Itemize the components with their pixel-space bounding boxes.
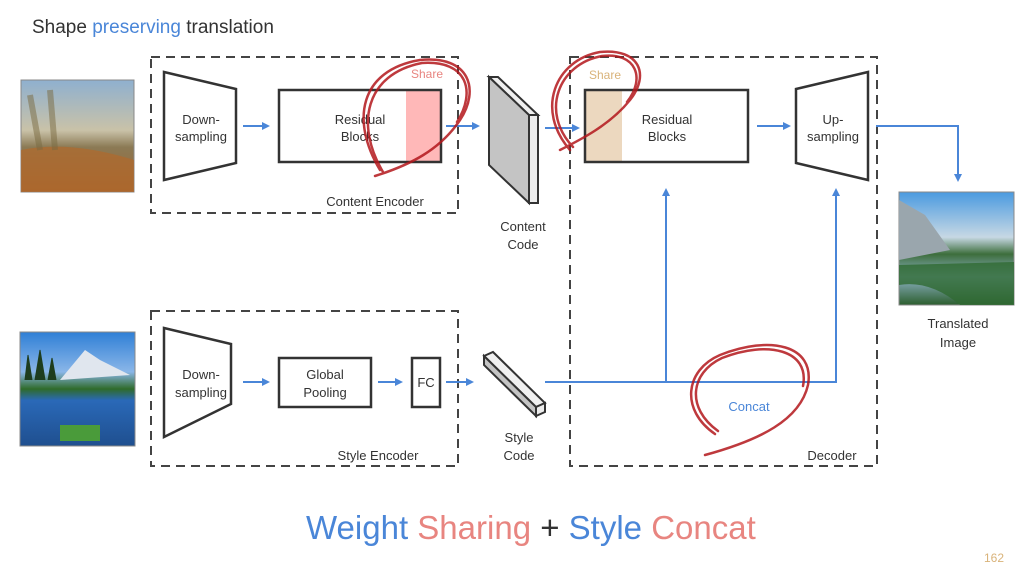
content-downsampling-block (162, 70, 238, 182)
summary-sharing: Sharing (417, 509, 532, 546)
upsampling-label-2: sampling (807, 129, 859, 144)
style-code-label-1: Style (505, 430, 534, 445)
concat-label: Concat (728, 399, 770, 414)
global-pooling-block (277, 356, 373, 409)
content-residual-blocks (277, 88, 443, 164)
style-code-tensor (482, 350, 547, 419)
content-downsampling-label-2: sampling (175, 129, 227, 144)
style-downsampling-label-1: Down- (182, 367, 220, 382)
slide-title: Shape preserving translation (32, 17, 274, 39)
content-residual-label-2: Blocks (341, 129, 380, 144)
decoder-residual-blocks (583, 88, 750, 164)
decoder-box (569, 56, 878, 467)
style-encoder-label: Style Encoder (338, 448, 420, 463)
output-arrow (876, 125, 962, 182)
upsampling-block (794, 70, 870, 182)
summary-plus: + (540, 509, 560, 546)
annotation-circle-encoder (362, 58, 471, 178)
pooling-label-1: Global (306, 367, 344, 382)
translated-label-2: Image (940, 335, 976, 350)
fc-label: FC (417, 375, 434, 390)
content-residual-label-1: Residual (335, 112, 386, 127)
title-text-end: translation (180, 17, 274, 38)
translated-output-image (898, 191, 1015, 306)
annotation-circle-decoder (551, 50, 642, 152)
style-to-upsampling-arrow (545, 188, 840, 383)
title-highlight: preserving (92, 17, 181, 38)
share-label-decoder: Share (589, 68, 621, 82)
summary-style: Style (568, 509, 643, 546)
page-number: 162 (983, 551, 1004, 565)
content-code-label-2: Code (507, 237, 538, 252)
share-label-encoder: Share (411, 67, 443, 81)
style-downsampling-label-2: sampling (175, 385, 227, 400)
annotation-circle-concat (689, 343, 810, 457)
content-input-image (20, 79, 135, 193)
content-code-label-1: Content (500, 219, 546, 234)
translated-label-1: Translated (928, 316, 989, 331)
fc-block (410, 356, 442, 409)
style-downsampling-block (162, 326, 233, 440)
upsampling-label-1: Up- (823, 112, 844, 127)
summary-caption: Weight Sharing + Style Concat (306, 509, 756, 547)
pooling-label-2: Pooling (303, 385, 346, 400)
style-encoder-box (150, 310, 459, 467)
share-region-encoder (406, 90, 441, 162)
style-code-label-2: Code (503, 448, 534, 463)
summary-concat: Concat (651, 509, 756, 546)
style-input-image (19, 331, 136, 447)
content-downsampling-label-1: Down- (182, 112, 220, 127)
hand-annotations (362, 50, 810, 457)
content-code-tensor (486, 74, 541, 206)
title-text: Shape (32, 17, 93, 38)
summary-weight: Weight (306, 509, 409, 546)
decoder-residual-label-1: Residual (642, 112, 693, 127)
decoder-residual-label-2: Blocks (648, 129, 687, 144)
content-encoder-label: Content Encoder (326, 194, 424, 209)
decoder-label: Decoder (807, 448, 857, 463)
content-encoder-box (150, 56, 459, 214)
